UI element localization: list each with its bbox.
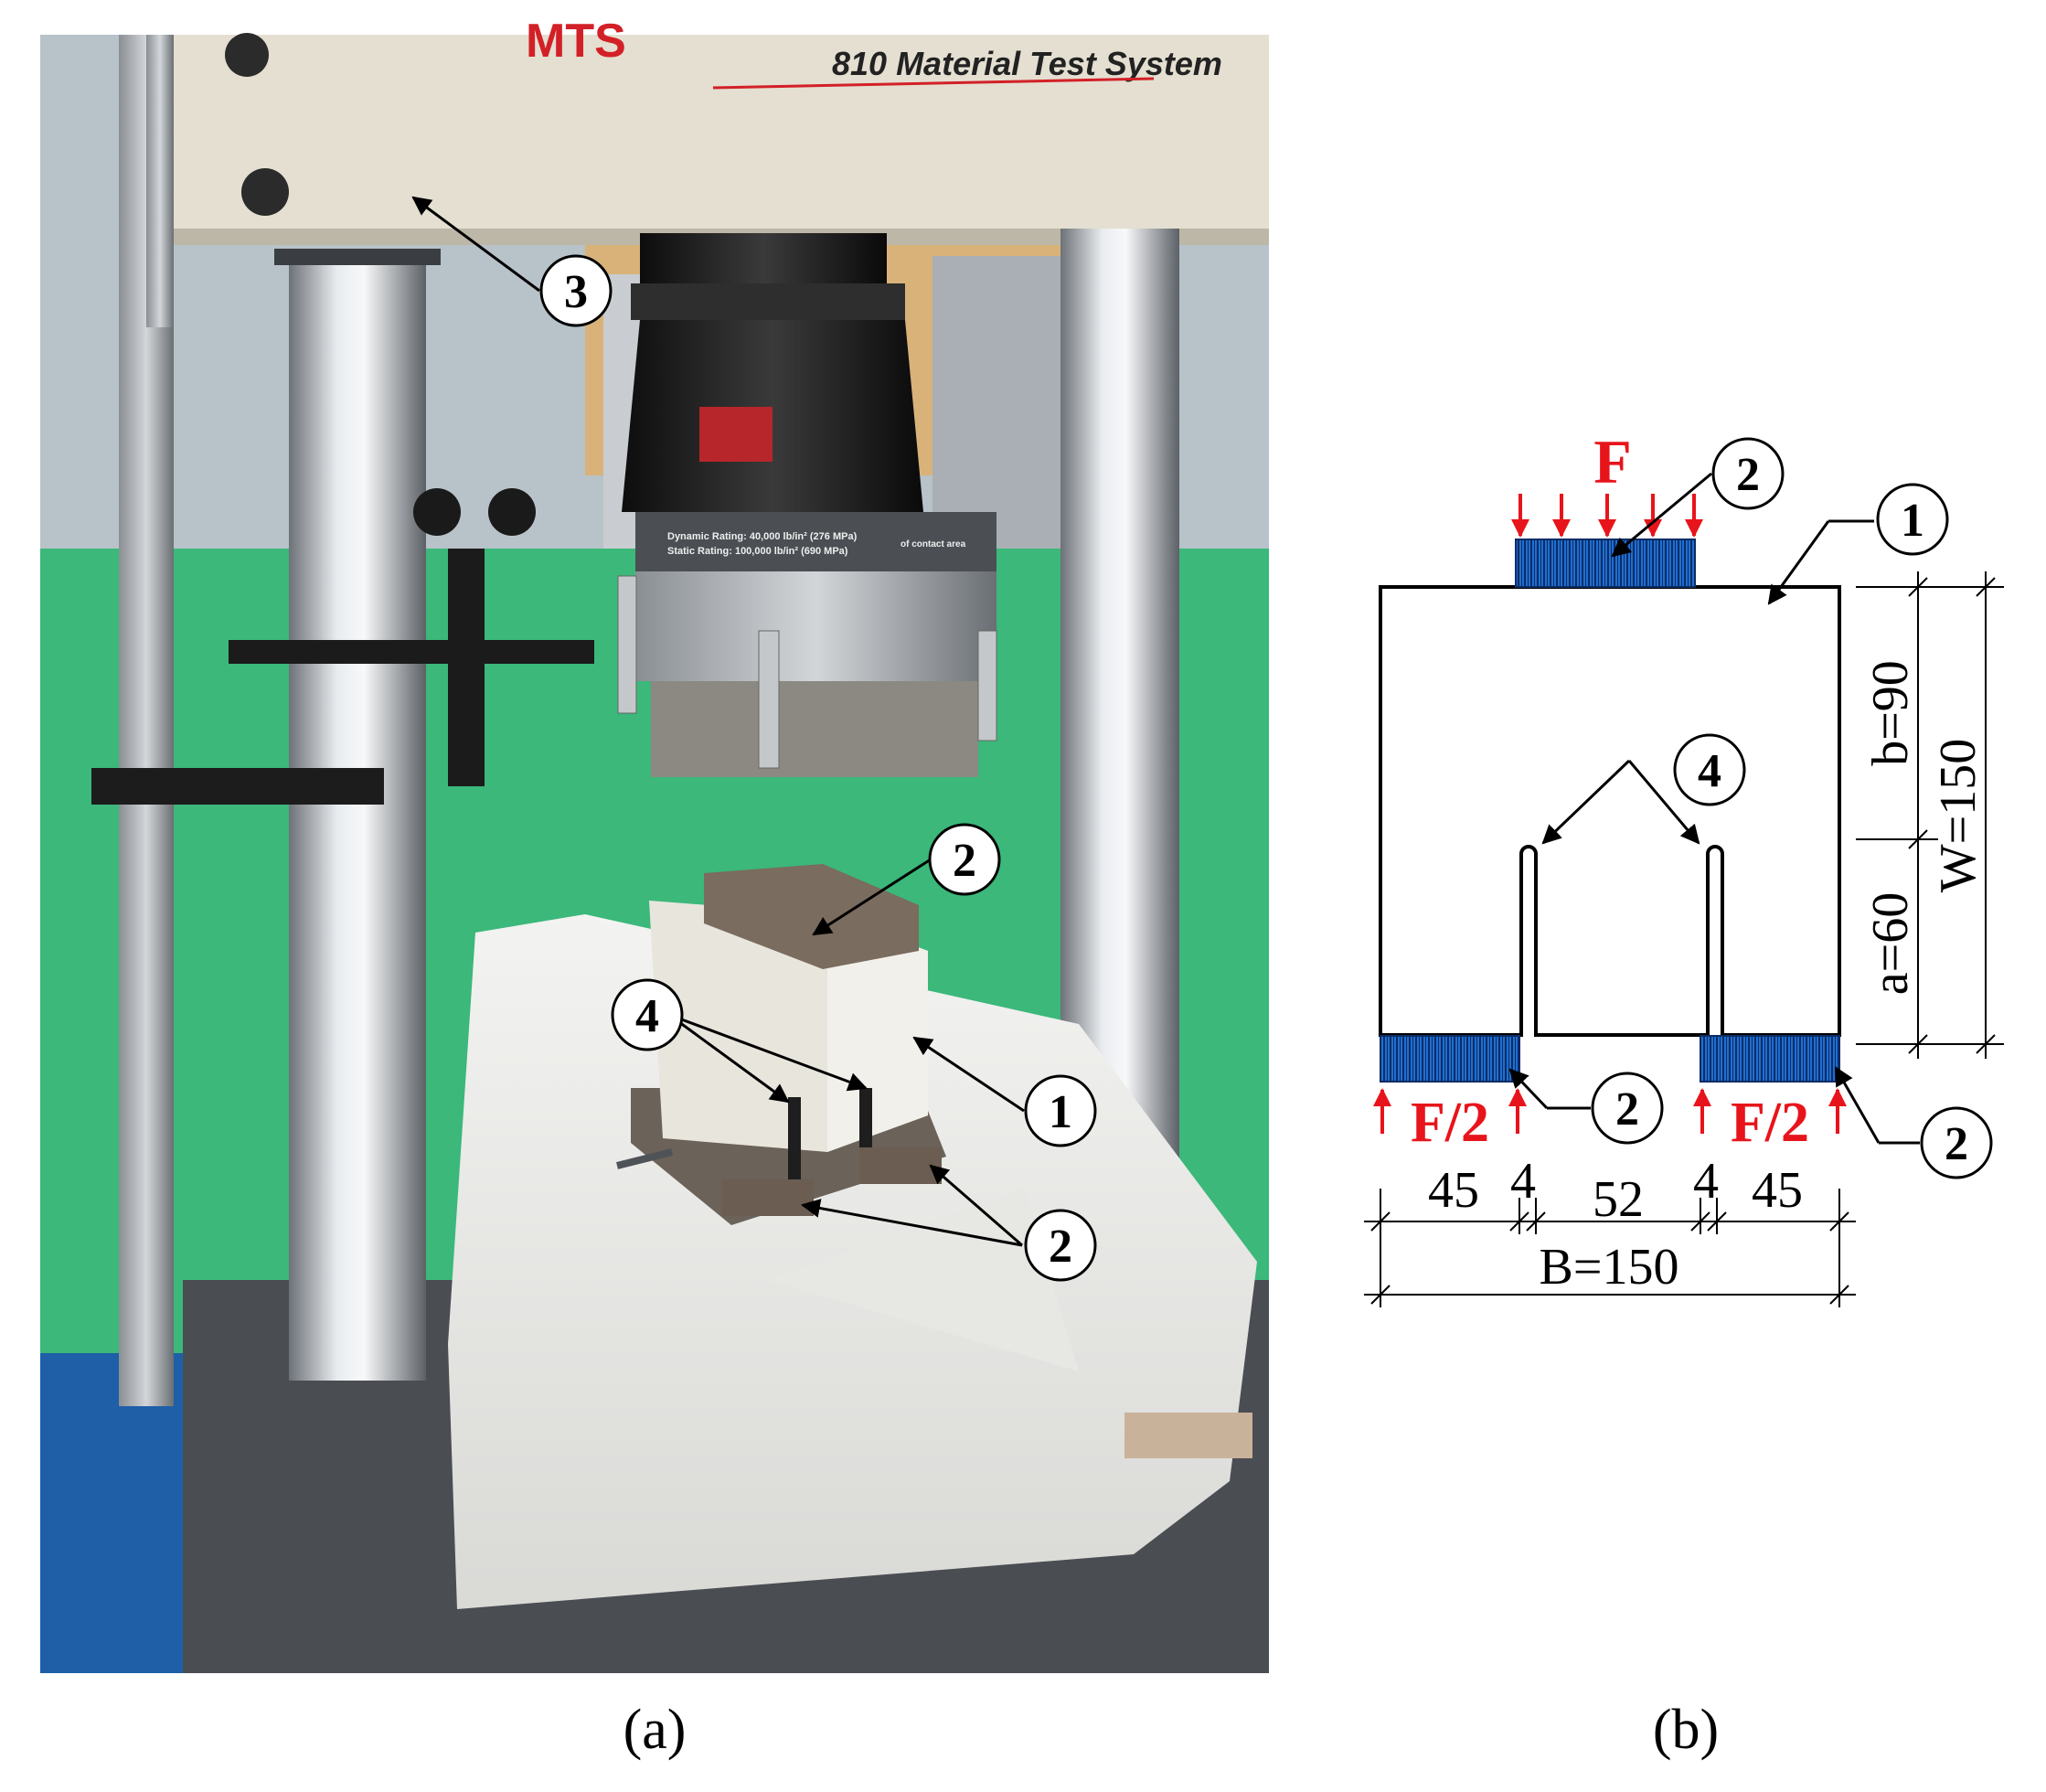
horizontal-dimensions xyxy=(1364,1189,1856,1307)
foam-fold xyxy=(768,1189,1079,1371)
vertical-dimensions xyxy=(1856,571,2004,1059)
schematic-callout-2-bottom-right: 2 xyxy=(1834,1066,1993,1179)
dim-45-left: 45 xyxy=(1428,1162,1479,1219)
rating-line2: Static Rating: 100,000 lb/in² (690 MPa) xyxy=(667,546,848,557)
tripod-arm xyxy=(229,640,594,664)
callout-label: 4 xyxy=(635,990,659,1042)
specimen-outline xyxy=(1379,585,1841,1037)
callout-label: 3 xyxy=(564,266,588,318)
load-label-top: F xyxy=(1593,427,1632,496)
dim-B: B=150 xyxy=(1540,1239,1679,1296)
top-load-arrows xyxy=(1511,494,1703,538)
dim-4-right: 4 xyxy=(1693,1153,1719,1210)
spring-right xyxy=(977,630,997,741)
schematic-callout-2-top: 2 xyxy=(1611,437,1785,558)
top-steel-strip xyxy=(704,864,919,969)
load-label-bottom-left: F/2 xyxy=(1411,1092,1489,1154)
load-label-bottom-right: F/2 xyxy=(1731,1092,1809,1154)
model-underline xyxy=(712,77,1155,90)
photo-callout-2-bottom: 2 xyxy=(800,1164,1097,1282)
photo-callout-4: 4 xyxy=(611,978,868,1104)
platen-plate xyxy=(651,681,978,777)
schematic-callout-4: 4 xyxy=(1541,733,1746,845)
callout-label: 2 xyxy=(1945,1118,1968,1170)
machine-model: 810 Material Test System xyxy=(832,45,1222,82)
load-cell-top xyxy=(640,233,887,288)
spring-left xyxy=(617,575,637,714)
photo-callout-3: 3 xyxy=(411,196,613,327)
dim-b: b=90 xyxy=(1862,660,1919,766)
camera-lens-icon xyxy=(488,488,536,536)
camera-lens-icon xyxy=(413,488,461,536)
left-rod-top xyxy=(146,35,174,327)
callout-label: 1 xyxy=(1901,495,1924,547)
specimen-side-face xyxy=(827,914,928,1152)
caption-b: (b) xyxy=(1653,1699,1719,1761)
photo-callout-1: 1 xyxy=(912,1036,1097,1147)
rating-line1: Dynamic Rating: 40,000 lb/in² (276 MPa) xyxy=(667,531,858,542)
bottom-plate-left xyxy=(1380,1035,1520,1083)
callout-label: 1 xyxy=(1049,1086,1072,1138)
schematic-callout-2-bottom-left: 2 xyxy=(1508,1068,1664,1145)
platen-band xyxy=(635,571,996,681)
callout-label: 2 xyxy=(1615,1083,1639,1136)
left-column-cap xyxy=(274,249,441,265)
load-cell-label xyxy=(699,407,773,462)
rating-side: of contact area xyxy=(900,539,966,549)
callout-label: 2 xyxy=(1736,449,1760,501)
dim-45-right: 45 xyxy=(1752,1162,1803,1219)
dim-a: a=60 xyxy=(1862,892,1919,995)
notch-right xyxy=(859,1088,872,1166)
bottom-reaction-arrows xyxy=(1373,1088,1847,1134)
dim-4-left: 4 xyxy=(1510,1153,1536,1210)
right-column xyxy=(1060,229,1179,1170)
bolt-icon xyxy=(241,168,289,216)
schematic-callout-1: 1 xyxy=(1767,483,1949,605)
spring-middle xyxy=(758,630,780,769)
photo-callout-2-top: 2 xyxy=(812,823,1001,936)
dim-52: 52 xyxy=(1593,1171,1644,1228)
platen-top xyxy=(635,512,996,571)
bottom-plate-right xyxy=(1700,1035,1840,1083)
base-plate-rod xyxy=(616,1148,673,1169)
support-strip-left xyxy=(722,1179,814,1216)
top-load-plate xyxy=(1515,539,1696,588)
caption-a: (a) xyxy=(623,1699,687,1761)
dim-W: W=150 xyxy=(1930,739,1987,892)
tripod-leg xyxy=(91,768,384,805)
callout-label: 2 xyxy=(1049,1221,1072,1273)
crosshead xyxy=(174,35,1269,240)
left-column xyxy=(289,256,426,1381)
notch-left xyxy=(788,1097,801,1179)
tripod-post xyxy=(448,549,485,786)
callout-label: 4 xyxy=(1698,745,1721,797)
tape-strip xyxy=(1124,1413,1252,1458)
schematic-panel: F F/2 F/2 2 1 4 xyxy=(1364,427,2004,1307)
machine-brand: MTS xyxy=(526,15,626,68)
bolt-icon xyxy=(225,33,269,77)
photo-panel: MTS 810 Material Test System Dynamic Rat… xyxy=(40,15,1269,1673)
load-cell-ring xyxy=(631,283,905,320)
support-strip-right xyxy=(859,1147,942,1184)
callout-label: 2 xyxy=(953,835,976,887)
